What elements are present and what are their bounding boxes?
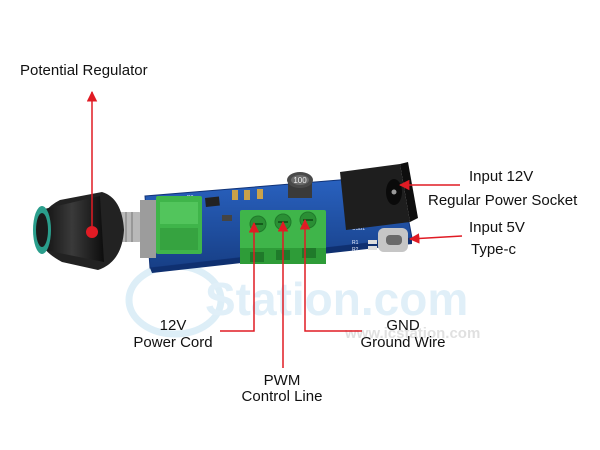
potentiometer-icon (140, 196, 202, 258)
label-regular-power-socket: Regular Power Socket (428, 192, 578, 209)
board-label-r2: R2 (352, 247, 359, 253)
callout-gnd (299, 218, 362, 332)
dc-jack-icon (340, 162, 418, 230)
label-potential-regulator: Potential Regulator (20, 62, 148, 79)
callout-usb-c (408, 233, 463, 244)
callout-12v (220, 221, 260, 332)
watermark-main: Station.com (205, 273, 468, 325)
callouts (86, 90, 463, 368)
board-label-r1: R1 (352, 240, 359, 246)
watermark: Station.com www.icstation.com (125, 262, 480, 342)
knob-icon (33, 192, 142, 270)
label-type-c: Type-c (471, 241, 517, 258)
usb-c-port-icon (378, 228, 408, 252)
label-ground-wire: Ground Wire (360, 334, 446, 351)
label-gnd: GND (386, 317, 420, 334)
label-pwm: PWM (263, 372, 301, 389)
inductor-label: 100 (293, 176, 307, 185)
inductor-icon: 100 (287, 172, 313, 198)
label-input-5v: Input 5V (469, 219, 525, 236)
label-control-line: Control Line (241, 388, 323, 405)
label-input-12v: Input 12V (469, 168, 534, 185)
watermark-sub: www.icstation.com (344, 325, 480, 342)
label-power-cord: Power Cord (133, 334, 213, 351)
label-12v: 12V (159, 317, 187, 334)
board-label-usb: USB1 (352, 226, 365, 232)
